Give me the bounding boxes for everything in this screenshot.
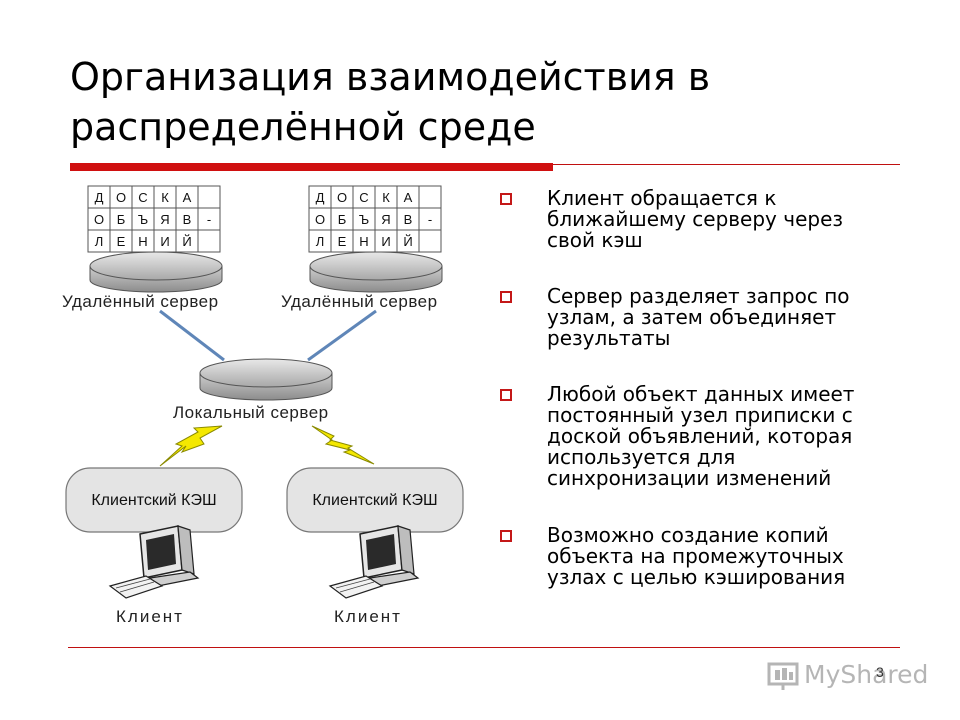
board-cell-letter: - [207,212,211,227]
board-cell-letter: И [160,234,169,249]
board-cell-letter: Я [160,212,169,227]
board-cell [197,185,221,209]
slide-title-line-2: распределённой среде [70,105,536,149]
board-cell [418,229,442,253]
local-server-disk [199,358,333,401]
board-cell-letter: О [94,212,104,227]
link-left-remote-to-local [159,309,225,362]
board-cell-letter: И [381,234,390,249]
board-cell-letter: Н [359,234,368,249]
wireless-link-left-icon [159,425,223,467]
title-underline-rule [553,164,900,165]
wireless-link-right-icon [311,425,375,465]
footer-rule [68,647,900,648]
remote-server-right-label: Удалённый сервер [281,292,438,311]
board-cell-letter: Д [95,190,104,205]
client-left-label: Клиент [116,607,184,626]
board-cell-letter: Б [117,212,126,227]
board-cell-letter: С [359,190,368,205]
board-cell-letter: Ъ [359,212,369,227]
remote-server-left-disk [89,251,223,293]
square-bullet-icon [500,193,512,205]
slide-title-line-1: Организация взаимодействия в [70,55,711,99]
board-cell [197,229,221,253]
remote-server-left-label: Удалённый сервер [62,292,219,311]
board-cell-letter: К [161,190,169,205]
client-right-label: Клиент [334,607,402,626]
watermark-text: MyShared [804,660,929,689]
board-cell-letter: А [183,190,192,205]
board-cell [418,185,442,209]
link-right-remote-to-local [307,309,377,362]
local-server-label: Локальный сервер [173,403,329,422]
board-cell-letter: О [315,212,325,227]
square-bullet-icon [500,291,512,303]
board-cell-letter: Л [316,234,325,249]
client-left-computer-icon [108,525,200,599]
board-cell-letter: Й [182,234,191,249]
board-cell-letter: А [404,190,413,205]
board-cell-letter: Ъ [138,212,148,227]
board-cell-letter: Е [117,234,126,249]
board-cell-letter: - [428,212,432,227]
board-cell-letter: О [337,190,347,205]
slide-title: Организация взаимодействия в распределён… [70,52,890,152]
board-cell-letter: Б [338,212,347,227]
board-cell-letter: Н [138,234,147,249]
board-cell-letter: О [116,190,126,205]
board-cell-letter: К [382,190,390,205]
presentation-icon [767,662,799,690]
board-cell-letter: Е [338,234,347,249]
board-cell-letter: В [404,212,413,227]
watermark-logo: MyShared [766,656,929,692]
client-right-computer-icon [328,525,420,599]
square-bullet-icon [500,389,512,401]
client-cache-right-label: Клиентский КЭШ [312,492,437,509]
board-cell-letter: Й [403,234,412,249]
client-cache-left-label: Клиентский КЭШ [91,492,216,509]
page-number: 3 [876,664,884,680]
square-bullet-icon [500,530,512,542]
board-cell-letter: В [183,212,192,227]
board-cell-letter: Л [95,234,104,249]
remote-server-right-disk [309,251,443,293]
board-cell-letter: С [138,190,147,205]
board-cell-letter: Д [316,190,325,205]
title-underline-accent [70,163,553,171]
board-cell-letter: Я [381,212,390,227]
